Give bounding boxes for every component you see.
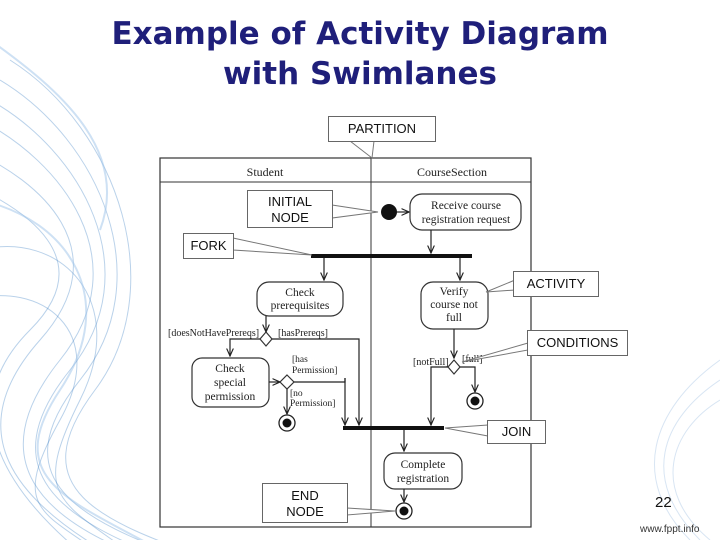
edge-no-prereqs-to-special — [230, 338, 260, 356]
edge-not-full-to-join — [431, 366, 448, 425]
action-special-line-1: Check — [215, 363, 245, 375]
lane-label-student: Student — [247, 165, 284, 179]
action-check-prerequisites — [256, 281, 344, 317]
callout-join-label: JOIN — [501, 424, 532, 439]
callout-join: JOIN — [487, 420, 546, 444]
callout-partition-label: PARTITION — [347, 121, 417, 136]
guard-has-permission-line-1: [has — [292, 355, 308, 365]
initial-node — [381, 204, 397, 220]
action-verify-line-2: course not — [430, 299, 478, 311]
callout-end-node: END NODE — [262, 483, 348, 523]
action-special-line-2: special — [214, 377, 246, 389]
lane-label-course-section: CourseSection — [417, 165, 487, 179]
action-verify-line-3: full — [446, 312, 462, 324]
slide-title-line-1: Example of Activity Diagram — [111, 16, 609, 52]
decision-full — [447, 359, 461, 375]
callout-initial-node: INITIAL NODE — [247, 190, 333, 228]
callout-fork: FORK — [183, 233, 234, 259]
callout-activity: ACTIVITY — [513, 271, 599, 297]
callout-conditions-label: CONDITIONS — [536, 335, 619, 350]
footer-url: www.fppt.info — [640, 524, 700, 535]
fork-bar — [311, 254, 472, 258]
callout-end-node-line-1: END — [291, 488, 319, 503]
guard-not-full: [notFull] — [413, 357, 449, 368]
action-complete-registration — [383, 452, 463, 490]
callout-initial-node-line-2: NODE — [271, 210, 309, 225]
action-receive-request-line-2: registration request — [422, 214, 511, 226]
guard-no-permission-line-2: Permission] — [290, 399, 335, 409]
final-node-student-inner — [282, 418, 292, 428]
action-complete-line-1: Complete — [401, 459, 446, 471]
guard-has-permission-line-2: Permission] — [292, 366, 337, 376]
action-receive-request-line-1: Receive course — [431, 200, 501, 212]
callout-fork-label: FORK — [190, 238, 227, 253]
decision-prerequisites — [259, 331, 273, 347]
final-node-full-inner — [470, 396, 480, 406]
edge-full-to-end — [460, 366, 475, 392]
action-check-prerequisites-line-2: prerequisites — [271, 300, 330, 312]
action-verify-line-1: Verify — [440, 286, 469, 298]
slide-title: Example of Activity Diagram with Swimlan… — [80, 14, 640, 94]
action-complete-line-2: registration — [397, 473, 450, 485]
callout-end-node-line-2: NODE — [286, 504, 324, 519]
action-check-prerequisites-line-1: Check — [285, 287, 315, 299]
action-receive-request — [409, 193, 522, 231]
guard-no-permission-line-1: [no — [290, 389, 303, 399]
callout-conditions: CONDITIONS — [527, 330, 628, 356]
guard-does-not-have-prereqs: [doesNotHavePrereqs] — [168, 328, 259, 339]
join-bar — [343, 426, 444, 430]
callout-activity-label: ACTIVITY — [526, 276, 586, 291]
callout-partition: PARTITION — [328, 116, 436, 142]
action-special-line-3: permission — [205, 391, 256, 403]
guard-has-prereqs: [hasPrereqs] — [278, 328, 328, 339]
final-node-complete-inner — [399, 506, 409, 516]
callout-pointer-partition — [348, 140, 375, 159]
slide-title-line-2: with Swimlanes — [223, 56, 497, 92]
callout-initial-node-line-1: INITIAL — [267, 194, 313, 209]
page-number: 22 — [655, 494, 672, 511]
edge-has-prereqs-to-join — [272, 338, 359, 425]
